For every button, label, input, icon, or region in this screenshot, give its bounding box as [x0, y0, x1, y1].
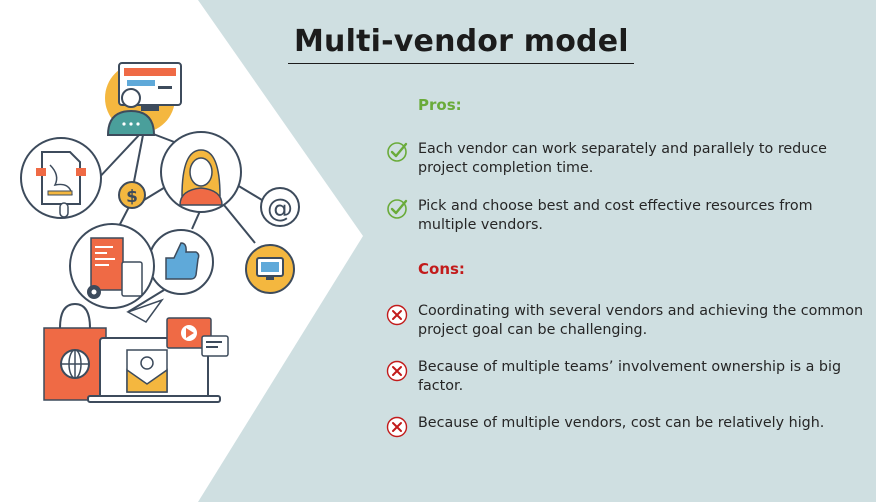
thumbs-up-icon	[148, 229, 214, 295]
paper-plane-icon	[126, 298, 165, 323]
code-mobile-icon	[69, 223, 155, 309]
pros-item-text: Pick and choose best and cost effective …	[418, 198, 813, 233]
x-circle-icon	[386, 360, 408, 382]
laptop-email-icon	[87, 337, 221, 403]
shopping-bag-icon	[43, 302, 107, 401]
pros-heading: Pros:	[418, 96, 462, 114]
woman-avatar-icon	[160, 131, 242, 213]
svg-text:@: @	[267, 194, 293, 224]
cons-item-text: Because of multiple teams’ involvement o…	[418, 359, 842, 394]
title-underline	[288, 63, 634, 64]
cons-heading: Cons:	[418, 260, 465, 278]
design-document-icon	[20, 137, 102, 219]
check-circle-icon	[387, 142, 408, 162]
dollar-coin-icon: $	[118, 181, 146, 209]
x-circle-icon	[386, 304, 408, 326]
person-monitor-icon	[105, 62, 182, 136]
cons-item-text: Coordinating with several vendors and ac…	[418, 303, 864, 338]
email-at-icon: @	[260, 187, 300, 227]
check-circle-icon	[387, 199, 408, 219]
monitor-icon	[245, 244, 295, 294]
svg-text:$: $	[126, 187, 138, 207]
cons-item-text: Because of multiple vendors, cost can be…	[418, 415, 825, 431]
x-circle-icon	[386, 416, 408, 438]
pros-item-text: Each vendor can work separately and para…	[418, 141, 827, 176]
video-play-icon	[166, 317, 229, 357]
slide-title: Multi-vendor model	[294, 24, 629, 59]
